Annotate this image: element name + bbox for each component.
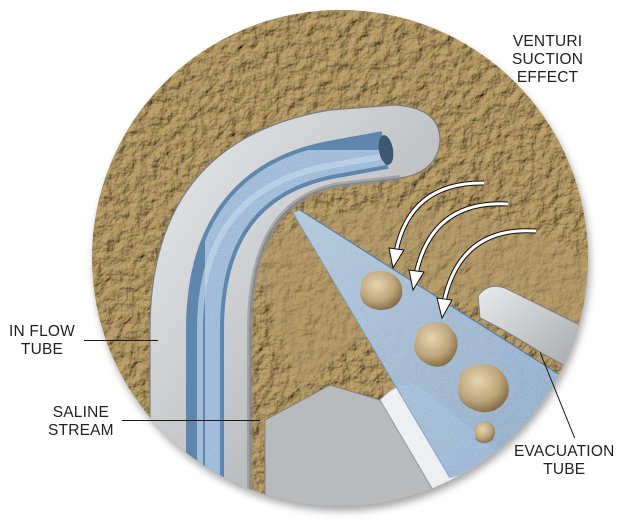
inflow-leader-line bbox=[84, 340, 158, 342]
label-venturi-suction-effect: VENTURI SUCTION EFFECT bbox=[512, 33, 583, 87]
label-saline-stream: SALINE STREAM bbox=[48, 404, 114, 440]
label-line: TUBE bbox=[20, 341, 64, 358]
suction-arrow-icon bbox=[388, 180, 485, 270]
label-in-flow-tube: IN FLOW TUBE bbox=[9, 323, 75, 359]
label-line: STREAM bbox=[48, 422, 114, 439]
label-line: VENTURI bbox=[512, 33, 583, 50]
label-line: EFFECT bbox=[516, 69, 579, 86]
label-line: SALINE bbox=[52, 404, 110, 421]
label-line: EVACUATION bbox=[514, 443, 615, 460]
label-line: IN FLOW bbox=[9, 323, 75, 340]
tube-opening bbox=[378, 135, 394, 165]
handpiece-body bbox=[264, 384, 451, 506]
label-evacuation-tube: EVACUATION TUBE bbox=[514, 443, 614, 479]
tissue-fragments bbox=[360, 271, 509, 443]
saline-leader-line bbox=[122, 420, 260, 422]
suction-arrow-icon bbox=[408, 201, 509, 292]
label-line: TUBE bbox=[543, 461, 586, 478]
suction-arrow-icon bbox=[436, 228, 537, 320]
label-line: SUCTION bbox=[512, 51, 584, 68]
venturi-arrows bbox=[388, 180, 537, 320]
